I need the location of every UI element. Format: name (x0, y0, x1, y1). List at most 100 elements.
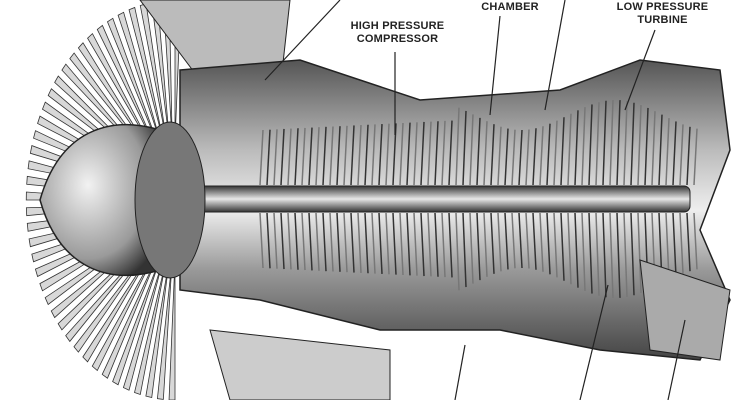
stage-blade (399, 212, 404, 276)
stage-blade (497, 212, 502, 272)
main-shaft (129, 185, 691, 213)
stage-blade (644, 107, 649, 186)
stage-blade (322, 126, 327, 186)
stage-blade (672, 212, 677, 277)
stage-blade (532, 212, 537, 270)
stage-blade (630, 212, 635, 296)
stage-blade (420, 121, 425, 186)
fan-blade (101, 253, 160, 379)
stage-blade (483, 121, 488, 186)
stage-blade (560, 212, 565, 281)
stage-blade (469, 212, 474, 284)
compressor-turbine-stages (259, 100, 698, 298)
stage-blade (357, 212, 362, 273)
fan-blade (122, 256, 165, 391)
stage-blade (574, 212, 579, 288)
stage-blade (259, 212, 264, 269)
stage-blade (560, 117, 565, 186)
stage-blade (427, 212, 432, 277)
stage-blade (273, 129, 278, 186)
stage-blade (630, 102, 635, 186)
stage-blade (553, 212, 558, 278)
stage-blade (434, 212, 439, 277)
stage-blade (504, 128, 509, 186)
label-text: COMPRESSOR (356, 33, 439, 45)
stage-blade (413, 122, 418, 186)
stage-blade (420, 212, 425, 277)
stage-blade (686, 126, 691, 186)
fan-blade (117, 11, 162, 145)
stage-blade (406, 212, 411, 276)
stage-blade (455, 212, 460, 291)
fan-blade (96, 24, 157, 150)
stage-blade (539, 212, 544, 272)
stage-blade (532, 128, 537, 186)
fan-blade (128, 6, 165, 144)
stage-blade (490, 124, 495, 186)
stage-blade (301, 212, 306, 271)
stage-blade (511, 129, 516, 186)
fan-blade (82, 248, 155, 363)
stage-blade (469, 114, 474, 186)
stage-blade (364, 124, 369, 186)
stage-blade (679, 124, 684, 186)
stage-blade (336, 126, 341, 186)
stage-blade (308, 212, 313, 271)
label-text: CHAMBER (481, 1, 539, 13)
stage-blade (518, 129, 523, 186)
stage-blade (476, 212, 481, 281)
fan-blade (112, 255, 162, 386)
stage-blade (595, 212, 600, 296)
label-combustion-chamber: CHAMBER (465, 1, 555, 14)
stage-blade (266, 129, 271, 186)
stage-blade (350, 212, 355, 273)
stage-blade (686, 212, 691, 272)
fan-hub (134, 121, 206, 279)
stage-blade (280, 128, 285, 186)
fan-blade (145, 259, 170, 399)
stage-blade (581, 212, 586, 291)
stage-blade (623, 212, 628, 297)
stage-blade (315, 212, 320, 271)
stage-blade (658, 114, 663, 186)
stage-blade (371, 124, 376, 186)
stage-blade (665, 118, 670, 186)
stage-blade (287, 128, 292, 186)
stage-blade (329, 212, 334, 272)
stage-blade (343, 125, 348, 186)
fan-blade (87, 32, 155, 152)
stage-blade (385, 123, 390, 186)
stage-blade (567, 113, 572, 186)
stage-blade (567, 212, 572, 285)
stage-blade (623, 101, 628, 186)
stage-blade (315, 127, 320, 186)
stage-blade (616, 100, 621, 186)
stage-blade (525, 212, 530, 269)
stage-blade (679, 212, 684, 274)
stage-blade (308, 127, 313, 186)
stage-blade (588, 212, 593, 294)
stage-blade (672, 121, 677, 186)
stage-blade (602, 212, 607, 298)
stage-blade (441, 120, 446, 186)
stage-blade (693, 212, 698, 270)
stage-blade (504, 212, 509, 270)
stage-blade (581, 107, 586, 186)
stage-blade (448, 212, 453, 278)
stage-blade (357, 125, 362, 186)
stage-blade (595, 102, 600, 186)
label-text: LOW PRESSURE (616, 1, 709, 13)
stage-blade (546, 212, 551, 275)
fan-case-lower (209, 329, 391, 400)
stage-blade (609, 212, 614, 298)
stage-blade (427, 121, 432, 186)
stage-blade (392, 212, 397, 275)
stage-blade (483, 212, 488, 277)
stage-blade (385, 212, 390, 275)
stage-blade (294, 212, 299, 270)
stage-blade (378, 124, 383, 186)
stage-blade (441, 212, 446, 278)
fan-blade (106, 17, 160, 147)
